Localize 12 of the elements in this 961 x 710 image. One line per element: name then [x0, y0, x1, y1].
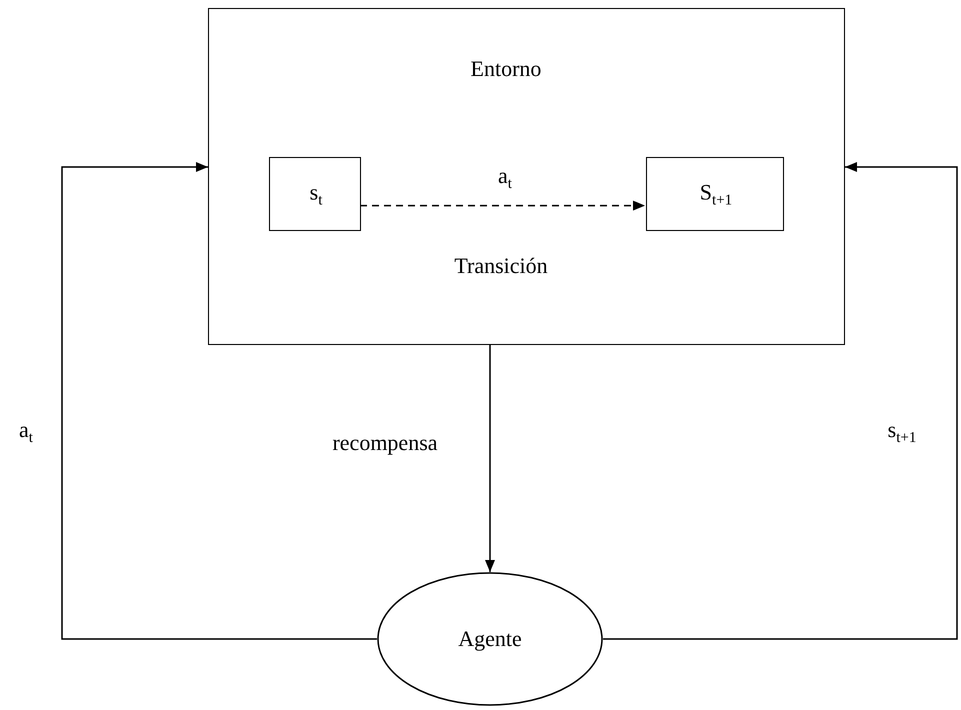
node-label: Agente — [458, 628, 522, 650]
arrow — [360, 200, 645, 211]
arrow — [61, 162, 377, 640]
node-label: S$_{t+1}$ — [700, 182, 732, 208]
arrow — [485, 345, 495, 572]
node-label: Transición — [454, 255, 548, 277]
environment-box — [208, 8, 845, 345]
arrow — [603, 162, 958, 640]
state-box — [646, 157, 784, 231]
node-label: Entorno — [470, 58, 542, 80]
node-label: s$_{t}$ — [310, 182, 322, 208]
state-box — [269, 157, 361, 231]
